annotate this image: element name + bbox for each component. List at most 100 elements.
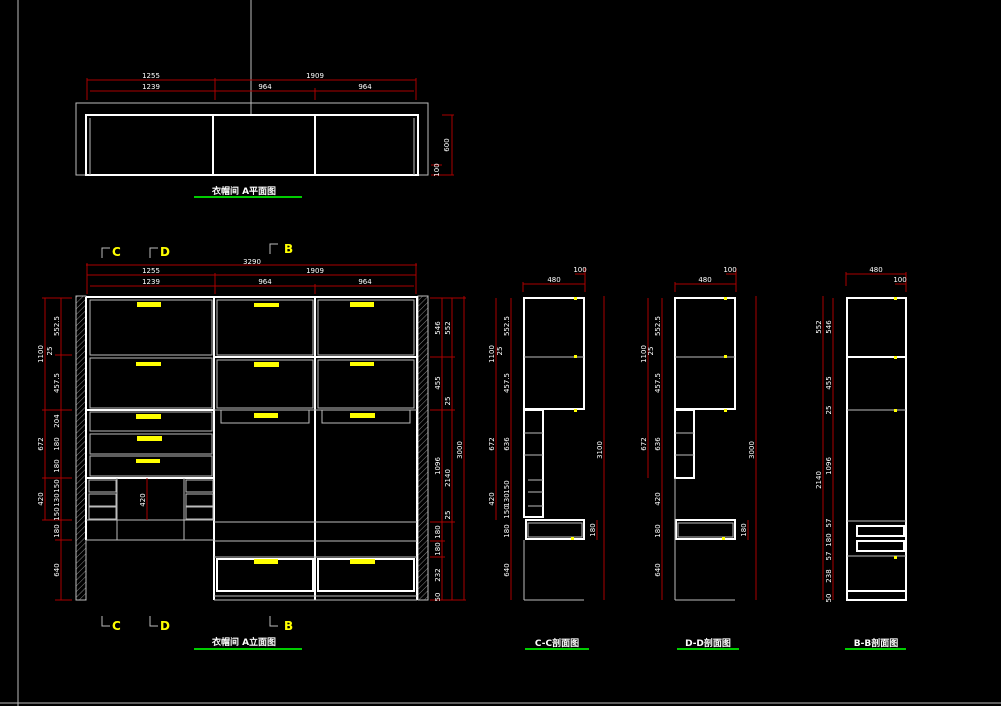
section-b-title: B-B剖面图 xyxy=(854,637,898,649)
svg-text:180: 180 xyxy=(503,524,511,537)
svg-text:180: 180 xyxy=(740,523,748,536)
dim-label: 964 xyxy=(258,83,272,91)
dim-label: 964 xyxy=(258,278,272,286)
section-b-view: 480 100 552 546 455 25 1096 2140 57 180 … xyxy=(815,266,907,602)
svg-text:57: 57 xyxy=(825,519,833,528)
svg-text:25: 25 xyxy=(825,406,833,415)
svg-text:150: 150 xyxy=(503,480,511,493)
svg-text:130: 130 xyxy=(503,493,511,506)
svg-text:25: 25 xyxy=(46,347,54,356)
elevation-view: 3290 1255 1909 1239 964 964 420 xyxy=(37,258,466,601)
svg-text:150: 150 xyxy=(503,505,511,518)
svg-text:420: 420 xyxy=(654,492,662,505)
svg-text:100: 100 xyxy=(573,266,586,274)
svg-text:672: 672 xyxy=(640,437,648,450)
svg-text:636: 636 xyxy=(654,437,662,451)
svg-text:3000: 3000 xyxy=(456,441,464,459)
svg-text:640: 640 xyxy=(503,563,511,576)
svg-text:100: 100 xyxy=(893,276,906,284)
dim-label: 964 xyxy=(358,278,372,286)
svg-text:25: 25 xyxy=(444,397,452,406)
section-c-title: C-C剖面图 xyxy=(535,637,579,649)
section-markers: C D B C D B xyxy=(101,242,293,633)
svg-text:3000: 3000 xyxy=(748,441,756,459)
svg-text:2140: 2140 xyxy=(444,469,452,487)
svg-text:457.5: 457.5 xyxy=(503,373,511,393)
svg-text:420: 420 xyxy=(37,492,45,505)
svg-text:25: 25 xyxy=(444,511,452,520)
svg-text:B: B xyxy=(284,242,293,256)
svg-text:B: B xyxy=(284,619,293,633)
svg-text:180: 180 xyxy=(434,525,442,538)
svg-text:457.5: 457.5 xyxy=(654,373,662,393)
svg-text:232: 232 xyxy=(434,568,442,581)
svg-text:546: 546 xyxy=(825,320,833,334)
svg-text:180: 180 xyxy=(825,533,833,546)
svg-text:150: 150 xyxy=(53,479,61,492)
dim-label: 964 xyxy=(358,83,372,91)
svg-text:455: 455 xyxy=(434,376,442,389)
svg-text:480: 480 xyxy=(869,266,882,274)
svg-text:100: 100 xyxy=(723,266,736,274)
svg-text:204: 204 xyxy=(53,414,61,428)
dim-label: 1255 xyxy=(142,72,160,80)
svg-text:480: 480 xyxy=(547,276,560,284)
svg-text:180: 180 xyxy=(53,524,61,537)
dim-label: 1239 xyxy=(142,83,160,91)
svg-text:672: 672 xyxy=(37,437,45,450)
dim-label: 1255 xyxy=(142,267,160,275)
svg-text:552.5: 552.5 xyxy=(53,316,61,336)
svg-text:1096: 1096 xyxy=(434,457,442,475)
plan-view: 1255 1909 1239 964 964 600 100 xyxy=(75,72,454,177)
section-c-view: 480 100 1100 552.5 25 457.5 672 636 420 … xyxy=(488,266,605,601)
section-d-title: D-D剖面图 xyxy=(685,637,731,649)
svg-text:420: 420 xyxy=(139,493,147,506)
svg-text:546: 546 xyxy=(434,321,442,335)
svg-text:1100: 1100 xyxy=(488,345,496,363)
svg-text:C: C xyxy=(112,245,121,259)
svg-text:50: 50 xyxy=(434,593,442,602)
svg-text:25: 25 xyxy=(496,347,504,356)
svg-text:552: 552 xyxy=(444,321,452,334)
dim-label: 600 xyxy=(443,138,451,151)
svg-text:457.5: 457.5 xyxy=(53,373,61,393)
svg-text:1096: 1096 xyxy=(825,457,833,475)
svg-text:552.5: 552.5 xyxy=(503,316,511,336)
svg-text:552: 552 xyxy=(815,320,823,333)
svg-text:455: 455 xyxy=(825,376,833,389)
svg-text:57: 57 xyxy=(825,552,833,561)
svg-text:672: 672 xyxy=(488,437,496,450)
svg-text:552.5: 552.5 xyxy=(654,316,662,336)
svg-text:420: 420 xyxy=(488,492,496,505)
dim-label: 1239 xyxy=(142,278,160,286)
svg-text:180: 180 xyxy=(654,524,662,537)
door-handles xyxy=(136,302,375,564)
svg-text:640: 640 xyxy=(654,563,662,576)
svg-text:1100: 1100 xyxy=(640,345,648,363)
dim-label: 3290 xyxy=(243,258,261,266)
svg-text:150: 150 xyxy=(53,507,61,520)
dim-label: 100 xyxy=(433,163,441,176)
svg-text:180: 180 xyxy=(589,523,597,536)
svg-text:238: 238 xyxy=(825,569,833,582)
svg-text:636: 636 xyxy=(503,437,511,451)
svg-text:180: 180 xyxy=(434,542,442,555)
svg-text:180: 180 xyxy=(53,459,61,472)
svg-text:480: 480 xyxy=(698,276,711,284)
dim-label: 1909 xyxy=(306,267,324,275)
svg-text:1100: 1100 xyxy=(37,345,45,363)
plan-title: 衣帽间 A平面图 xyxy=(212,185,276,197)
elevation-title: 衣帽间 A立面图 xyxy=(212,636,276,648)
svg-text:D: D xyxy=(160,619,170,633)
section-d-view: 480 100 1100 552.5 25 457.5 672 636 420 … xyxy=(640,266,757,601)
svg-text:180: 180 xyxy=(53,437,61,450)
svg-text:C: C xyxy=(112,619,121,633)
dim-label: 1909 xyxy=(306,72,324,80)
svg-text:3100: 3100 xyxy=(596,441,604,459)
svg-text:130: 130 xyxy=(53,493,61,506)
svg-text:640: 640 xyxy=(53,563,61,576)
svg-text:50: 50 xyxy=(825,594,833,603)
svg-text:25: 25 xyxy=(647,347,655,356)
svg-text:D: D xyxy=(160,245,170,259)
